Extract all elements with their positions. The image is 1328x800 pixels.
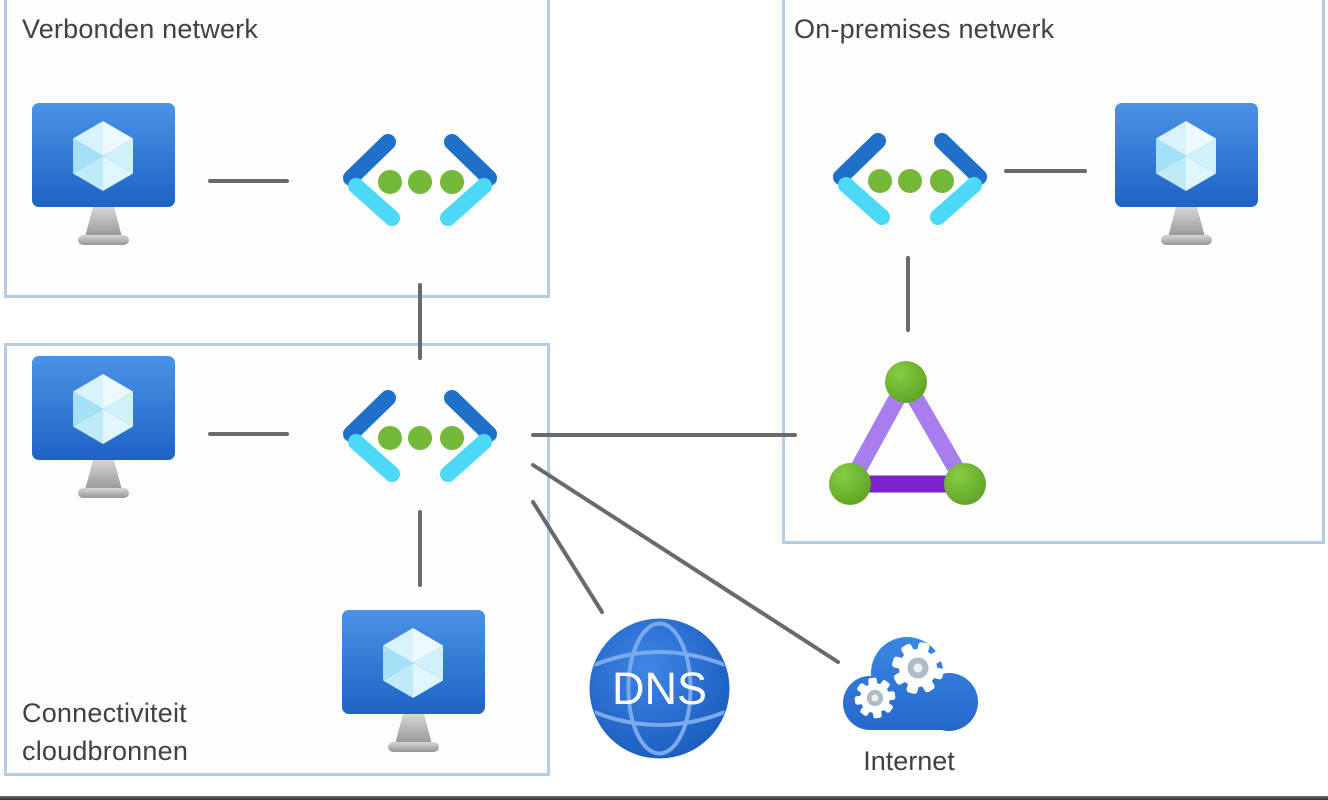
cube-glyph [1156,121,1216,191]
virtual-machine-icon [32,103,175,245]
local-network-gateway-icon [829,361,986,505]
virtual-machine-icon [32,356,175,498]
gear-icon [854,677,896,719]
region-title-cloudbronnen: Connectiviteit cloudbronnen [22,698,189,766]
connector-vnet2-dns [531,500,604,614]
virtual-network-icon [343,390,497,482]
gear-icon [892,642,944,694]
dns-icon: DNS [589,618,730,759]
dns-label: DNS [612,663,707,714]
virtual-machine-icon [1115,103,1258,245]
region-title-verbonden: Verbonden netwerk [22,14,259,44]
bottom-edge-divider [0,796,1328,800]
cube-glyph [73,374,133,444]
cube-glyph [73,121,133,191]
virtual-machine-icon [342,610,485,752]
cube-glyph [383,628,443,698]
region-title-onpremises: On-premises netwerk [794,14,1055,44]
virtual-network-icon [833,133,987,225]
globe-grid [593,621,726,756]
internet-label: Internet [863,746,955,776]
connector-vnet2-internet [531,463,840,664]
virtual-network-icon [343,134,497,226]
internet-icon [843,637,978,731]
